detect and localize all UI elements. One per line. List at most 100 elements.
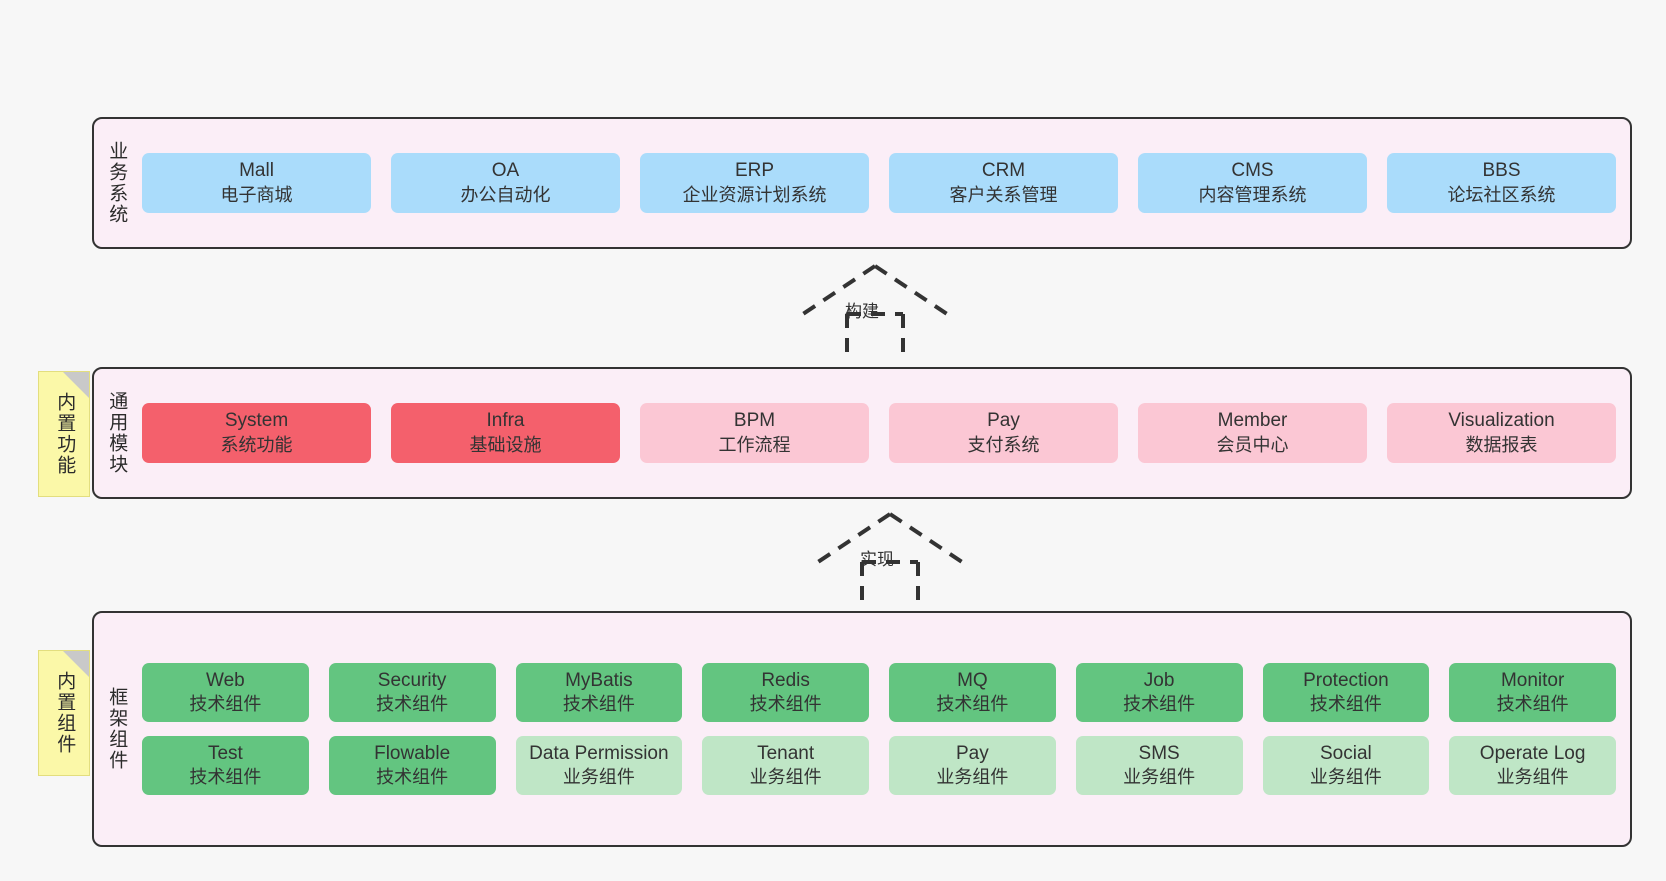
layer-business-system: 业务系统 Mall 电子商城 OA 办公自动化 ERP 企业资源计划系统 CRM… <box>92 117 1632 249</box>
module-box-mybatis[interactable]: MyBatis 技术组件 <box>515 662 683 722</box>
module-title: Security <box>377 669 447 691</box>
module-box-pay[interactable]: Pay 支付系统 <box>889 403 1118 463</box>
module-title: OA <box>491 160 520 182</box>
module-title: Pay <box>956 743 989 764</box>
module-title: System <box>224 410 289 432</box>
module-title: CMS <box>1231 160 1274 182</box>
module-box-data-permission[interactable]: Data Permission 业务组件 <box>515 736 683 796</box>
module-subtitle: 业务组件 <box>1309 767 1382 788</box>
module-title: Operate Log <box>1479 743 1586 764</box>
module-subtitle: 业务组件 <box>1496 767 1569 788</box>
layer-body-common-module: System 系统功能 Infra 基础设施 BPM 工作流程 Pay 支付系统… <box>138 369 1630 497</box>
module-box-web[interactable]: Web 技术组件 <box>142 662 309 722</box>
module-title: Mall <box>239 160 274 182</box>
module-box-flowable[interactable]: Flowable 技术组件 <box>328 736 496 796</box>
module-subtitle: 工作流程 <box>718 434 791 455</box>
module-subtitle: 技术组件 <box>189 767 262 788</box>
module-box-member[interactable]: Member 会员中心 <box>1138 403 1367 463</box>
module-subtitle: 客户关系管理 <box>949 184 1058 205</box>
module-title: Infra <box>486 410 525 432</box>
module-box-security[interactable]: Security 技术组件 <box>328 662 496 722</box>
module-box-pay-component[interactable]: Pay 业务组件 <box>889 736 1056 796</box>
module-subtitle: 基础设施 <box>469 434 542 455</box>
module-box-protection[interactable]: Protection 技术组件 <box>1262 662 1430 722</box>
layer-title-framework-component: 框架组件 <box>106 687 128 771</box>
module-box-operate-log[interactable]: Operate Log 业务组件 <box>1449 736 1616 796</box>
module-box-sms[interactable]: SMS 业务组件 <box>1075 736 1243 796</box>
module-title: SMS <box>1138 743 1180 764</box>
module-subtitle: 技术组件 <box>1123 693 1196 714</box>
layer-title-common-module: 通用模块 <box>106 391 128 475</box>
module-subtitle: 业务组件 <box>936 767 1009 788</box>
module-title: Visualization <box>1448 410 1555 432</box>
module-title: Flowable <box>374 743 451 764</box>
module-subtitle: 技术组件 <box>1496 693 1569 714</box>
module-subtitle: 技术组件 <box>189 693 262 714</box>
module-title: Protection <box>1303 669 1389 691</box>
module-subtitle: 系统功能 <box>220 434 293 455</box>
layer-framework-component: 框架组件 Web 技术组件 Security 技术组件 MyBatis 技术组件… <box>92 611 1632 847</box>
module-box-mq[interactable]: MQ 技术组件 <box>889 662 1056 722</box>
module-title: ERP <box>734 160 775 182</box>
note-fold-corner-icon <box>63 651 89 677</box>
module-subtitle: 技术组件 <box>376 767 449 788</box>
module-box-redis[interactable]: Redis 技术组件 <box>702 662 869 722</box>
module-subtitle: 业务组件 <box>749 767 822 788</box>
module-box-system[interactable]: System 系统功能 <box>142 403 371 463</box>
layer-body-framework-component: Web 技术组件 Security 技术组件 MyBatis 技术组件 Redi… <box>138 613 1630 845</box>
module-subtitle: 业务组件 <box>1123 767 1196 788</box>
module-title: BBS <box>1482 160 1521 182</box>
module-box-visualization[interactable]: Visualization 数据报表 <box>1387 403 1616 463</box>
module-title: Social <box>1320 743 1372 764</box>
module-title: Data Permission <box>529 743 669 764</box>
module-box-monitor[interactable]: Monitor 技术组件 <box>1449 662 1616 722</box>
note-builtin-component: 内置组件 <box>38 650 90 776</box>
module-subtitle: 业务组件 <box>562 767 635 788</box>
module-box-mall[interactable]: Mall 电子商城 <box>142 153 371 213</box>
connector-implement-label: 实现 <box>860 550 894 569</box>
module-box-bbs[interactable]: BBS 论坛社区系统 <box>1387 153 1616 213</box>
module-subtitle: 论坛社区系统 <box>1447 184 1556 205</box>
layer-common-module: 通用模块 System 系统功能 Infra 基础设施 BPM 工作流程 Pay… <box>92 367 1632 499</box>
note-fold-corner-icon <box>63 372 89 398</box>
module-row: Web 技术组件 Security 技术组件 MyBatis 技术组件 Redi… <box>142 662 1616 722</box>
module-subtitle: 技术组件 <box>936 693 1009 714</box>
note-text: 内置组件 <box>54 671 76 755</box>
layer-title-business-system: 业务系统 <box>106 141 128 225</box>
module-subtitle: 技术组件 <box>562 693 635 714</box>
module-box-crm[interactable]: CRM 客户关系管理 <box>889 153 1118 213</box>
module-subtitle: 会员中心 <box>1216 434 1289 455</box>
module-box-oa[interactable]: OA 办公自动化 <box>391 153 620 213</box>
module-box-job[interactable]: Job 技术组件 <box>1075 662 1243 722</box>
module-row: Test 技术组件 Flowable 技术组件 Data Permission … <box>142 736 1616 796</box>
module-box-erp[interactable]: ERP 企业资源计划系统 <box>640 153 869 213</box>
module-box-cms[interactable]: CMS 内容管理系统 <box>1138 153 1367 213</box>
module-subtitle: 技术组件 <box>749 693 822 714</box>
module-title: BPM <box>733 410 776 432</box>
module-box-tenant[interactable]: Tenant 业务组件 <box>702 736 869 796</box>
layer-body-business-system: Mall 电子商城 OA 办公自动化 ERP 企业资源计划系统 CRM 客户关系… <box>138 119 1630 247</box>
module-title: Monitor <box>1500 669 1565 691</box>
module-title: CRM <box>981 160 1026 182</box>
module-box-bpm[interactable]: BPM 工作流程 <box>640 403 869 463</box>
module-box-social[interactable]: Social 业务组件 <box>1262 736 1430 796</box>
connector-build-label: 构建 <box>845 302 879 321</box>
note-text: 内置功能 <box>54 392 76 476</box>
module-title: Test <box>207 743 243 764</box>
module-subtitle: 电子商城 <box>220 184 293 205</box>
connector-build-arrow <box>801 264 949 362</box>
module-title: Job <box>1143 669 1175 691</box>
module-title: MQ <box>957 669 988 691</box>
module-subtitle: 内容管理系统 <box>1198 184 1307 205</box>
module-subtitle: 企业资源计划系统 <box>682 184 827 205</box>
note-builtin-function: 内置功能 <box>38 371 90 497</box>
module-row: System 系统功能 Infra 基础设施 BPM 工作流程 Pay 支付系统… <box>142 403 1616 463</box>
module-subtitle: 技术组件 <box>1309 693 1382 714</box>
module-box-test[interactable]: Test 技术组件 <box>142 736 309 796</box>
module-title: Web <box>206 669 245 691</box>
module-title: Redis <box>761 669 810 691</box>
module-title: Tenant <box>757 743 815 764</box>
module-box-infra[interactable]: Infra 基础设施 <box>391 403 620 463</box>
connector-implement-arrow <box>816 512 964 610</box>
